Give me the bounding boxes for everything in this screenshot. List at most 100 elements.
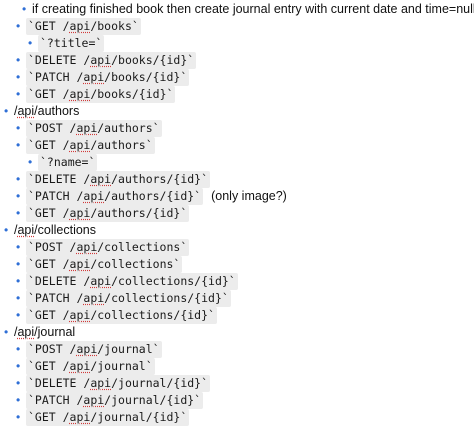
path-api: api	[17, 104, 35, 118]
bullet-icon: •	[16, 240, 21, 254]
bullet-icon: •	[22, 2, 27, 16]
endpoint-line: • `GET /api/collections`	[16, 255, 183, 273]
endpoint-line: • `DELETE /api/books/{id}`	[16, 51, 197, 69]
endpoint-note: (only image?)	[211, 189, 287, 203]
code-api: api	[90, 171, 112, 186]
code-suffix: /collections/{id}`	[104, 290, 229, 305]
code-api: api	[83, 188, 105, 203]
bullet-icon: •	[28, 155, 33, 169]
code-api: api	[90, 273, 112, 288]
bullet-icon: •	[16, 376, 21, 390]
section-heading: • /api/collections	[4, 221, 96, 239]
code-api: api	[69, 18, 91, 33]
bullet-icon: •	[4, 325, 9, 339]
endpoint-code: `PATCH /api/collections/{id}`	[26, 289, 231, 307]
endpoint-code: `GET /api/journal/{id}`	[26, 408, 190, 426]
code-suffix: /authors`	[90, 137, 153, 152]
section-title: /api/collections	[14, 221, 96, 239]
code-prefix: `GET /	[28, 256, 70, 271]
endpoint-line: • `GET /api/books`	[16, 17, 141, 35]
query-param-line: • `?title=`	[28, 34, 105, 52]
endpoint-line: • `GET /api/collections/{id}`	[16, 306, 217, 324]
code-suffix: /journal/{id}`	[111, 375, 209, 390]
query-param-line: • `?name=`	[28, 153, 98, 171]
endpoint-line: • `GET /api/authors/{id}`	[16, 204, 190, 222]
code-api: api	[69, 307, 91, 322]
code-suffix: /collections/{id}`	[111, 273, 236, 288]
bullet-icon: •	[4, 223, 9, 237]
endpoint-code: `GET /api/authors/{id}`	[26, 204, 190, 222]
code-api: api	[83, 392, 105, 407]
bullet-icon: •	[16, 393, 21, 407]
code-api: api	[76, 239, 98, 254]
code-prefix: `PATCH /	[28, 69, 84, 84]
path-api: api	[17, 325, 35, 339]
bullet-icon: •	[16, 138, 21, 152]
bullet-icon: •	[16, 274, 21, 288]
endpoint-line: • `PATCH /api/collections/{id}`	[16, 289, 231, 307]
code-prefix: `DELETE /	[28, 375, 91, 390]
endpoint-code: `POST /api/collections`	[26, 238, 190, 256]
code-prefix: `DELETE /	[28, 273, 91, 288]
endpoint-line: • `DELETE /api/collections/{id}`	[16, 272, 238, 290]
endpoint-code: `PATCH /api/journal/{id}`	[26, 391, 204, 409]
code-prefix: `POST /	[28, 341, 77, 356]
bullet-icon: •	[16, 53, 21, 67]
code-suffix: /books`	[90, 18, 139, 33]
bullet-icon: •	[16, 121, 21, 135]
bullet-icon: •	[16, 206, 21, 220]
bullet-icon: •	[16, 291, 21, 305]
code-prefix: `GET /	[28, 18, 70, 33]
code-suffix: /journal/{id}`	[90, 409, 188, 424]
bullet-icon: •	[16, 19, 21, 33]
code-suffix: /collections`	[97, 239, 188, 254]
code-api: api	[83, 290, 105, 305]
code-suffix: /authors/{id}`	[90, 205, 188, 220]
endpoint-code: `PATCH /api/authors/{id}`	[26, 187, 204, 205]
code-suffix: /journal`	[90, 358, 153, 373]
endpoint-code: `GET /api/books`	[26, 17, 141, 35]
bullet-icon: •	[16, 410, 21, 424]
code-suffix: /collections/{id}`	[90, 307, 215, 322]
section-title: /api/authors	[14, 102, 79, 120]
code-prefix: `GET /	[28, 307, 70, 322]
bullet-icon: •	[16, 70, 21, 84]
bullet-icon: •	[4, 104, 9, 118]
endpoint-code: `GET /api/collections/{id}`	[26, 306, 217, 324]
endpoint-line: • `POST /api/authors`	[16, 119, 162, 137]
bullet-icon: •	[16, 342, 21, 356]
endpoint-code: `GET /api/books/{id}`	[26, 85, 176, 103]
code-prefix: `PATCH /	[28, 392, 84, 407]
bullet-icon: •	[16, 172, 21, 186]
note-text: if creating finished book then create jo…	[32, 2, 474, 16]
code-prefix: `DELETE /	[28, 52, 91, 67]
code-prefix: `DELETE /	[28, 171, 91, 186]
code-api: api	[69, 256, 91, 271]
code-api: api	[90, 52, 112, 67]
code-api: api	[69, 86, 91, 101]
code-suffix: /journal/{id}`	[104, 392, 202, 407]
endpoint-line: • `PATCH /api/authors/{id}` (only image?…	[16, 187, 287, 205]
query-param-code: `?name=`	[38, 153, 98, 171]
endpoint-code: `DELETE /api/books/{id}`	[26, 51, 197, 69]
bullet-icon: •	[16, 359, 21, 373]
endpoint-code: `DELETE /api/journal/{id}`	[26, 374, 211, 392]
endpoint-line: • `PATCH /api/journal/{id}`	[16, 391, 204, 409]
endpoint-code: `GET /api/authors`	[26, 136, 155, 154]
path-suffix: /authors	[34, 104, 80, 118]
note-line: • if creating finished book then create …	[22, 0, 474, 18]
endpoint-code: `GET /api/journal`	[26, 357, 155, 375]
code-prefix: `GET /	[28, 137, 70, 152]
endpoint-code: `DELETE /api/authors/{id}`	[26, 170, 211, 188]
code-api: api	[83, 69, 105, 84]
bullet-icon: •	[16, 87, 21, 101]
section-title: /api/journal	[14, 323, 75, 341]
code-suffix: /journal`	[97, 341, 160, 356]
endpoint-line: • `DELETE /api/authors/{id}`	[16, 170, 211, 188]
code-prefix: `GET /	[28, 358, 70, 373]
endpoint-line: • `DELETE /api/journal/{id}`	[16, 374, 211, 392]
bullet-icon: •	[16, 308, 21, 322]
bullet-icon: •	[16, 189, 21, 203]
code-api: api	[69, 137, 91, 152]
code-api: api	[76, 120, 98, 135]
